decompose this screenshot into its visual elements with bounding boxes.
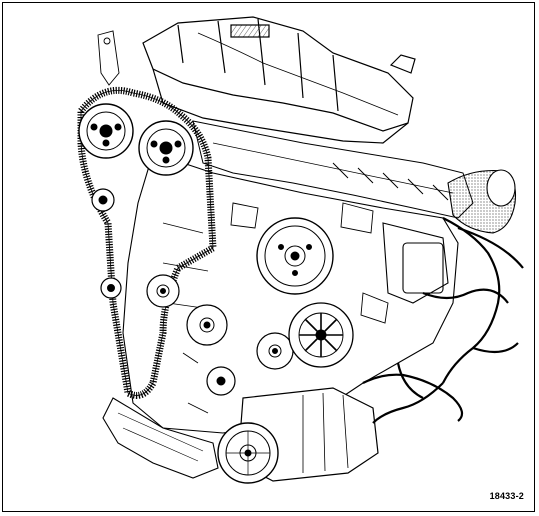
wiring-harness [362, 217, 524, 424]
engine-line-drawing [77, 16, 524, 484]
camshaft-pulley-left [78, 103, 134, 159]
accessory-pulley-left [186, 304, 228, 346]
camshaft-pulley-right [138, 120, 194, 176]
timing-tensioner [146, 274, 180, 308]
alternator [288, 302, 354, 368]
ac-compressor [217, 387, 379, 484]
figure-frame: 18433-2 [2, 2, 535, 512]
oil-sump [102, 397, 219, 479]
figure-reference-label: 18433-2 [489, 491, 524, 501]
exhaust-pipe [447, 169, 517, 234]
crankshaft-small-pulley [206, 366, 236, 396]
intake-manifold [142, 16, 416, 144]
accessory-pulley-center [256, 332, 294, 370]
water-pump-pulley [256, 217, 334, 295]
idler-pulley-upper [91, 188, 115, 212]
cylinder-head [192, 120, 474, 219]
bracket-details [97, 30, 389, 414]
idler-pulley-lower [100, 277, 122, 299]
